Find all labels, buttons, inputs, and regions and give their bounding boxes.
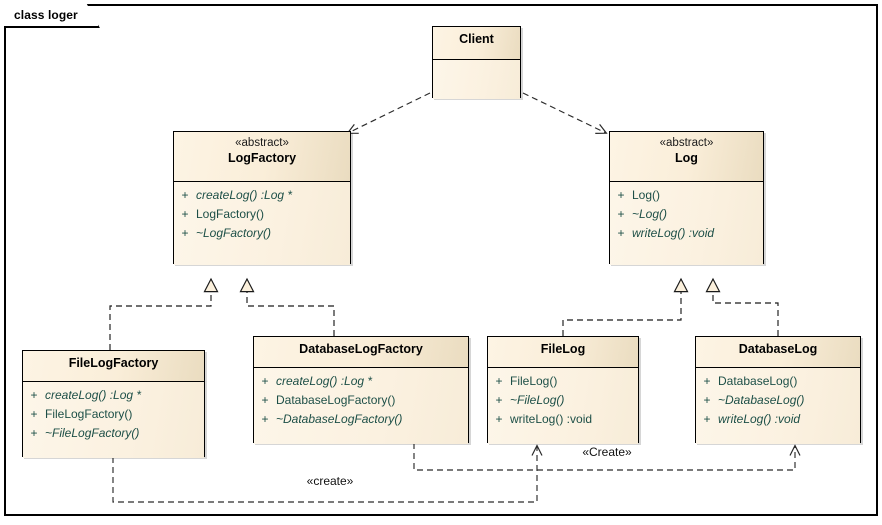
class-name-logfactory: LogFactory bbox=[227, 151, 297, 165]
member-row: + DatabaseLogFactory() bbox=[254, 391, 468, 410]
class-box-log[interactable]: «abstract» Log + Log() + ~Log() + writeL… bbox=[609, 131, 764, 265]
class-name-client: Client bbox=[459, 32, 494, 46]
member-visibility: + bbox=[261, 412, 269, 426]
member-signature: createLog() :Log * bbox=[45, 388, 142, 402]
member-signature: writeLog() :void bbox=[632, 226, 715, 240]
diagram-frame-label: class loger bbox=[14, 8, 78, 22]
member-row: + writeLog() :void bbox=[696, 410, 860, 429]
member-visibility: + bbox=[617, 188, 625, 202]
class-members-log: + Log() + ~Log() + writeLog() :void bbox=[610, 182, 763, 265]
member-row: + LogFactory() bbox=[174, 205, 350, 224]
member-signature: ~Log() bbox=[632, 207, 668, 221]
member-row: + ~FileLog() bbox=[488, 391, 638, 410]
member-visibility: + bbox=[181, 207, 189, 221]
member-visibility: + bbox=[30, 426, 38, 440]
member-signature: ~DatabaseLog() bbox=[718, 393, 805, 407]
member-row: + FileLog() bbox=[488, 372, 638, 391]
class-box-filelogfactory[interactable]: FileLogFactory + createLog() :Log * + Fi… bbox=[22, 350, 205, 458]
class-members-logfactory: + createLog() :Log * + LogFactory() + ~L… bbox=[174, 182, 350, 265]
member-row: + DatabaseLog() bbox=[696, 372, 860, 391]
class-header-client: Client bbox=[433, 27, 520, 60]
class-members-databaselog: + DatabaseLog() + ~DatabaseLog() + write… bbox=[696, 368, 860, 444]
member-visibility: + bbox=[617, 207, 625, 221]
member-signature: ~FileLog() bbox=[510, 393, 565, 407]
member-visibility: + bbox=[30, 407, 38, 421]
member-row: + writeLog() :void bbox=[610, 224, 763, 243]
member-visibility: + bbox=[617, 226, 625, 240]
member-row: + ~FileLogFactory() bbox=[23, 424, 204, 443]
class-members-filelogfactory: + createLog() :Log * + FileLogFactory() … bbox=[23, 382, 204, 458]
member-signature: DatabaseLogFactory() bbox=[276, 393, 396, 407]
member-visibility: + bbox=[30, 388, 38, 402]
member-visibility: + bbox=[261, 374, 269, 388]
member-signature: createLog() :Log * bbox=[276, 374, 373, 388]
member-signature: writeLog() :void bbox=[718, 412, 801, 426]
class-header-databaselogfactory: DatabaseLogFactory bbox=[254, 337, 468, 368]
member-visibility: + bbox=[703, 412, 711, 426]
member-row: + ~DatabaseLogFactory() bbox=[254, 410, 468, 429]
class-header-filelog: FileLog bbox=[488, 337, 638, 368]
member-signature: ~FileLogFactory() bbox=[45, 426, 140, 440]
class-members-databaselogfactory: + createLog() :Log * + DatabaseLogFactor… bbox=[254, 368, 468, 444]
class-name-filelog: FileLog bbox=[540, 342, 586, 356]
member-row: + Log() bbox=[610, 186, 763, 205]
class-stereotype-log: «abstract» bbox=[659, 137, 714, 149]
member-visibility: + bbox=[181, 188, 189, 202]
member-row: + createLog() :Log * bbox=[23, 386, 204, 405]
member-visibility: + bbox=[495, 393, 503, 407]
member-row: + writeLog() :void bbox=[488, 410, 638, 429]
member-signature: ~LogFactory() bbox=[196, 226, 272, 240]
member-signature: DatabaseLog() bbox=[718, 374, 798, 388]
class-name-log: Log bbox=[675, 151, 698, 165]
class-box-filelog[interactable]: FileLog + FileLog() + ~FileLog() + write… bbox=[487, 336, 639, 444]
edge-label-create-upper: «Create» bbox=[580, 445, 634, 459]
member-row: + createLog() :Log * bbox=[254, 372, 468, 391]
diagram-frame-label-tab: class loger bbox=[4, 4, 100, 28]
member-visibility: + bbox=[261, 393, 269, 407]
edge-label-create-lower: «create» bbox=[304, 474, 356, 488]
class-header-filelogfactory: FileLogFactory bbox=[23, 351, 204, 382]
member-visibility: + bbox=[495, 374, 503, 388]
member-visibility: + bbox=[495, 412, 503, 426]
class-header-log: «abstract» Log bbox=[610, 132, 763, 182]
class-box-databaselogfactory[interactable]: DatabaseLogFactory + createLog() :Log * … bbox=[253, 336, 469, 444]
class-box-logfactory[interactable]: «abstract» LogFactory + createLog() :Log… bbox=[173, 131, 351, 265]
member-signature: Log() bbox=[632, 188, 661, 202]
member-row: + createLog() :Log * bbox=[174, 186, 350, 205]
member-signature: FileLog() bbox=[510, 374, 558, 388]
member-signature: ~DatabaseLogFactory() bbox=[276, 412, 403, 426]
class-name-filelogfactory: FileLogFactory bbox=[68, 356, 159, 370]
member-signature: LogFactory() bbox=[196, 207, 265, 221]
member-row: + ~LogFactory() bbox=[174, 224, 350, 243]
class-header-logfactory: «abstract» LogFactory bbox=[174, 132, 350, 182]
class-header-databaselog: DatabaseLog bbox=[696, 337, 860, 368]
class-members-client bbox=[433, 60, 520, 99]
member-signature: FileLogFactory() bbox=[45, 407, 133, 421]
member-visibility: + bbox=[181, 226, 189, 240]
member-visibility: + bbox=[703, 393, 711, 407]
class-members-filelog: + FileLog() + ~FileLog() + writeLog() :v… bbox=[488, 368, 638, 444]
member-visibility: + bbox=[703, 374, 711, 388]
member-signature: createLog() :Log * bbox=[196, 188, 293, 202]
class-name-databaselog: DatabaseLog bbox=[738, 342, 818, 356]
class-box-client[interactable]: Client bbox=[432, 26, 521, 99]
class-box-databaselog[interactable]: DatabaseLog + DatabaseLog() + ~DatabaseL… bbox=[695, 336, 861, 444]
member-row: + ~DatabaseLog() bbox=[696, 391, 860, 410]
member-row: + FileLogFactory() bbox=[23, 405, 204, 424]
class-stereotype-logfactory: «abstract» bbox=[235, 137, 289, 149]
member-row: + ~Log() bbox=[610, 205, 763, 224]
member-signature: writeLog() :void bbox=[510, 412, 593, 426]
class-name-databaselogfactory: DatabaseLogFactory bbox=[299, 342, 423, 356]
